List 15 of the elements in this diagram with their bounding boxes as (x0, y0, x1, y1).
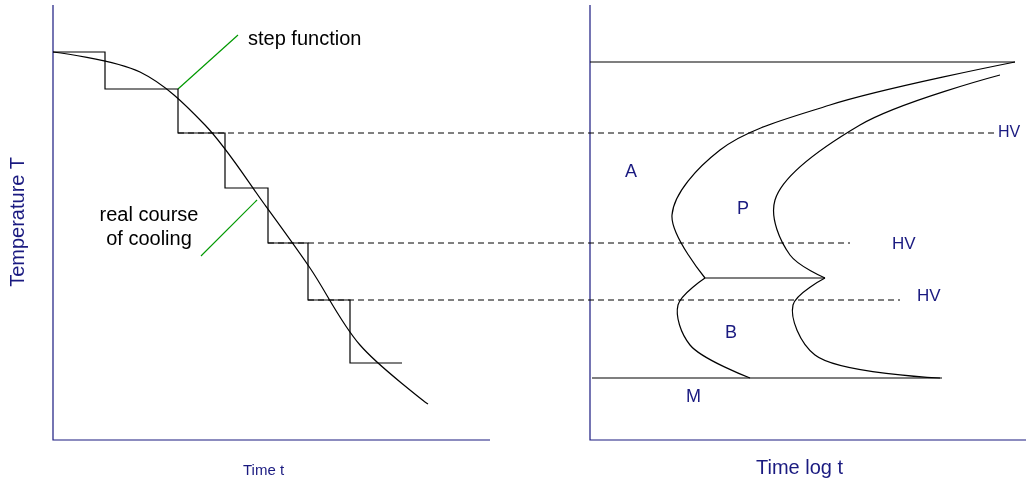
annotation-text: step function (248, 26, 362, 50)
phase-label: B (725, 322, 737, 344)
axis-title: Time log t (756, 455, 844, 479)
leader-line (200, 199, 258, 257)
axis-title: Time t (243, 461, 285, 479)
phase-label: HV (998, 122, 1021, 142)
phase-label: P (737, 198, 749, 220)
annotation-text: real course of cooling (90, 202, 228, 250)
leader-line (177, 34, 239, 90)
axis-title: Temperature T (5, 157, 29, 287)
cooling-curve (52, 51, 429, 405)
phase-label: M (686, 386, 701, 408)
phase-label: A (625, 161, 637, 183)
phase-label: HV (917, 286, 941, 307)
phase-label: HV (892, 234, 916, 255)
